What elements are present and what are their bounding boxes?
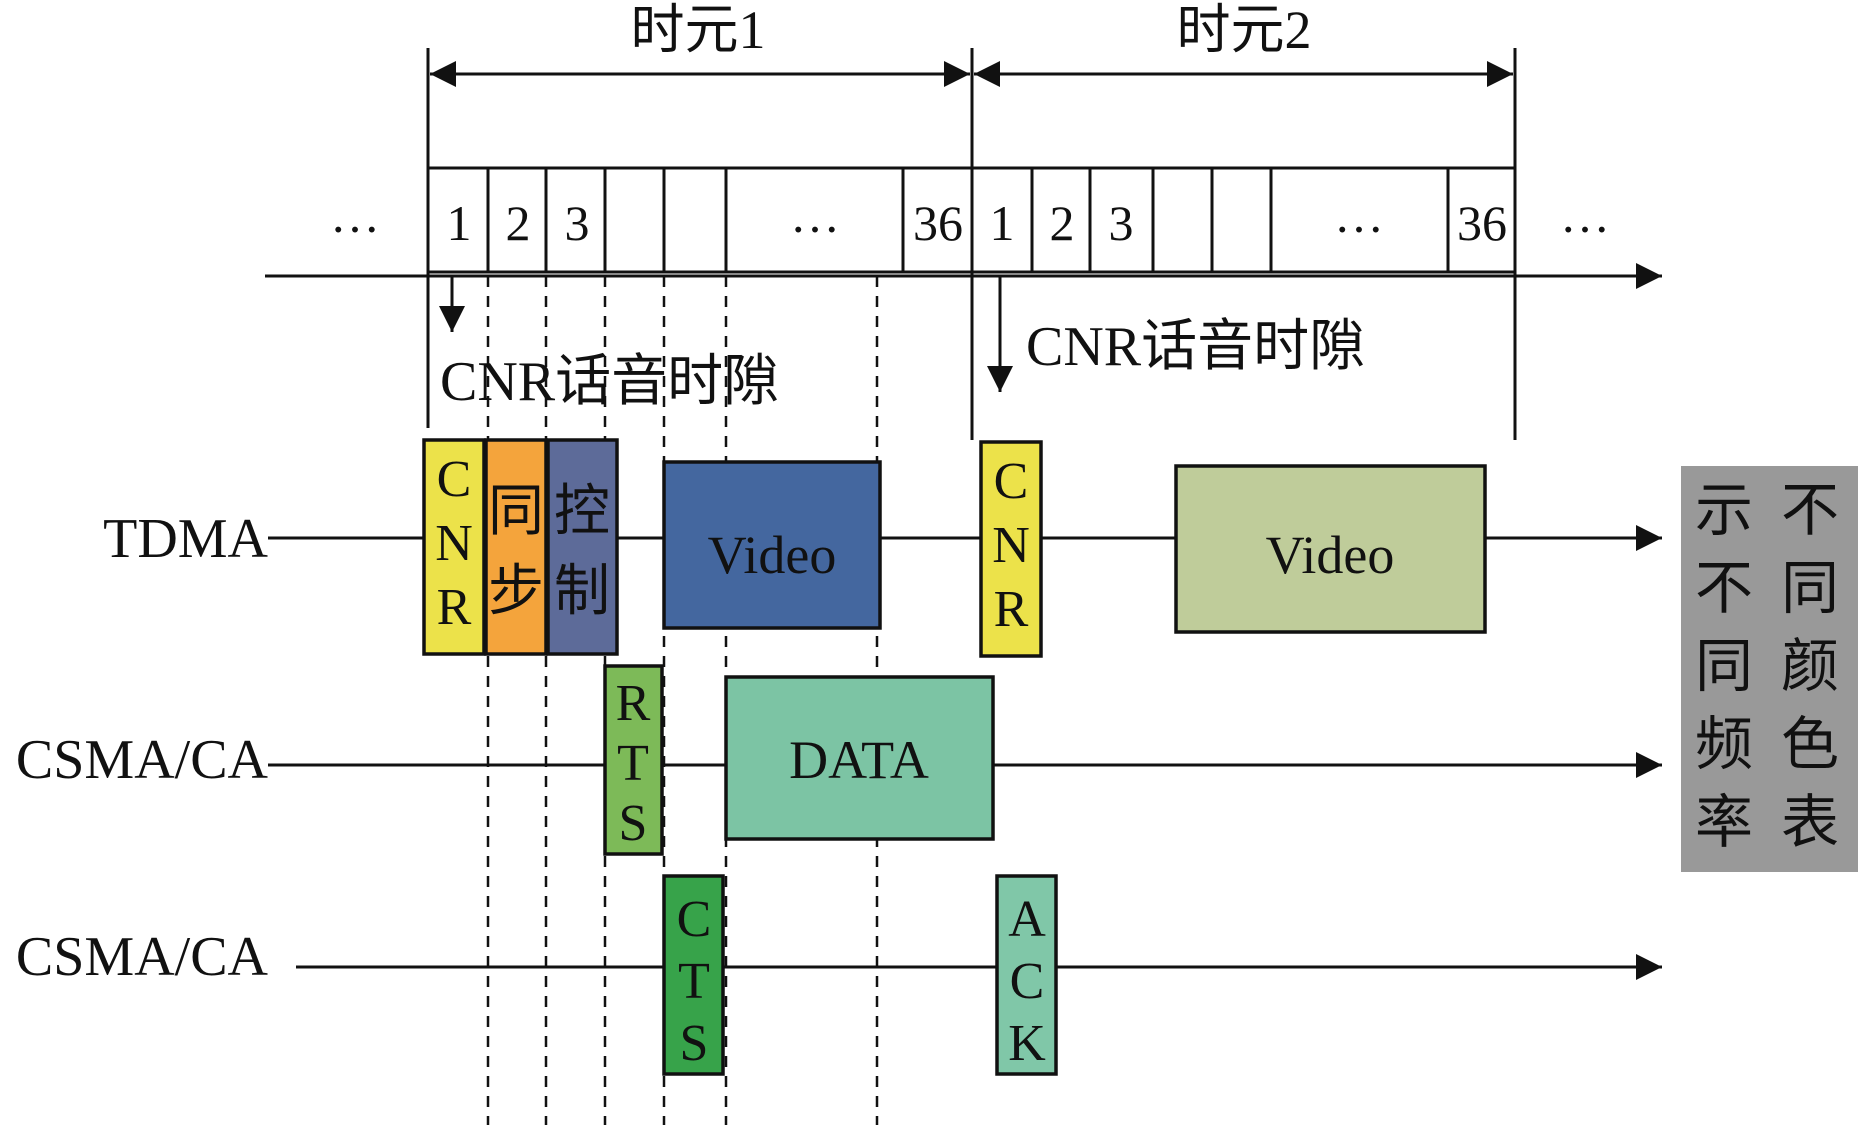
svg-text:C: C <box>994 453 1029 510</box>
epoch-2-slot-3: 3 <box>1109 195 1134 251</box>
video-frame-1: Video <box>662 460 882 630</box>
svg-text:C: C <box>1010 953 1045 1010</box>
ellipsis-epoch-2: … <box>1334 187 1384 243</box>
epoch-2-slot-36: 36 <box>1457 195 1507 251</box>
csma-ca-row-2-label: CSMA/CA <box>16 926 269 988</box>
ellipsis-epoch-1: … <box>790 187 840 243</box>
slot-dividers <box>486 168 1450 272</box>
cts-frame: C T S <box>662 874 725 1076</box>
cnr-voice-slot-label-1: CNR话音时隙 <box>440 351 779 413</box>
svg-text:R: R <box>994 581 1029 638</box>
csma-ca-row-2: CSMA/CA <box>16 926 1662 988</box>
svg-text:同: 同 <box>488 481 544 543</box>
svg-text:N: N <box>992 517 1030 574</box>
svg-text:R: R <box>437 579 472 636</box>
svg-text:率: 率 <box>1695 790 1753 855</box>
epoch-1-slot-1: 1 <box>447 195 472 251</box>
svg-text:制: 制 <box>554 561 610 623</box>
epoch-2-slot-1: 1 <box>990 195 1015 251</box>
svg-text:表: 表 <box>1781 790 1839 855</box>
epoch-1-slot-2: 2 <box>506 195 531 251</box>
epoch-1-slot-3: 3 <box>565 195 590 251</box>
svg-text:N: N <box>435 515 473 572</box>
cnr-voice-slot-label-2: CNR话音时隙 <box>1026 316 1365 378</box>
cnr-frame-1: C N R <box>422 438 486 656</box>
svg-text:色: 色 <box>1781 712 1839 777</box>
control-frame: 控 制 <box>546 438 619 656</box>
svg-text:不: 不 <box>1781 478 1839 543</box>
epoch-2-slot-2: 2 <box>1050 195 1075 251</box>
cnr-voice-slot-callout-1: CNR话音时隙 <box>439 276 779 413</box>
svg-text:控: 控 <box>554 481 610 543</box>
cnr-frame-2: C N R <box>979 440 1043 658</box>
svg-text:示: 示 <box>1695 478 1753 543</box>
epoch-1-label: 时元1 <box>631 0 766 60</box>
svg-text:Video: Video <box>708 525 837 585</box>
rts-frame: R T S <box>603 664 664 856</box>
ack-frame: A C K <box>995 874 1058 1076</box>
data-frame: DATA <box>724 675 995 841</box>
cnr-voice-slot-callout-2: CNR话音时隙 <box>987 276 1365 392</box>
ellipsis-right: … <box>1560 187 1610 243</box>
svg-text:步: 步 <box>488 561 544 623</box>
csma-ca-row-1-label: CSMA/CA <box>16 729 269 791</box>
sync-frame: 同 步 <box>484 438 548 656</box>
svg-text:T: T <box>678 953 710 1010</box>
svg-text:同: 同 <box>1695 634 1753 699</box>
epoch-2-span: 时元2 <box>970 0 1517 440</box>
epoch-1-span: 时元1 <box>426 0 970 428</box>
epoch-1-slot-36: 36 <box>913 195 963 251</box>
svg-text:S: S <box>619 795 648 852</box>
svg-text:T: T <box>617 735 649 792</box>
svg-text:Video: Video <box>1266 525 1395 585</box>
epoch-2-label: 时元2 <box>1177 0 1312 60</box>
video-frame-2: Video <box>1174 464 1487 634</box>
svg-text:颜: 颜 <box>1781 634 1839 699</box>
color-frequency-note: 示 不 同 频 率 不 同 颜 色 表 <box>1681 466 1858 872</box>
svg-text:C: C <box>677 891 712 948</box>
svg-text:DATA: DATA <box>789 730 929 790</box>
svg-text:S: S <box>680 1015 709 1072</box>
ellipsis-left: … <box>330 187 380 243</box>
tdma-row-label: TDMA <box>103 508 268 570</box>
svg-text:A: A <box>1008 891 1046 948</box>
slot-alignment-guides <box>486 276 879 1125</box>
svg-text:不: 不 <box>1695 556 1753 621</box>
svg-text:C: C <box>437 451 472 508</box>
svg-text:频: 频 <box>1695 712 1753 777</box>
timeslot-bar: 1 2 3 36 1 2 3 36 … … … … <box>330 166 1610 274</box>
svg-text:K: K <box>1008 1015 1046 1072</box>
svg-text:R: R <box>616 675 651 732</box>
svg-text:同: 同 <box>1781 556 1839 621</box>
